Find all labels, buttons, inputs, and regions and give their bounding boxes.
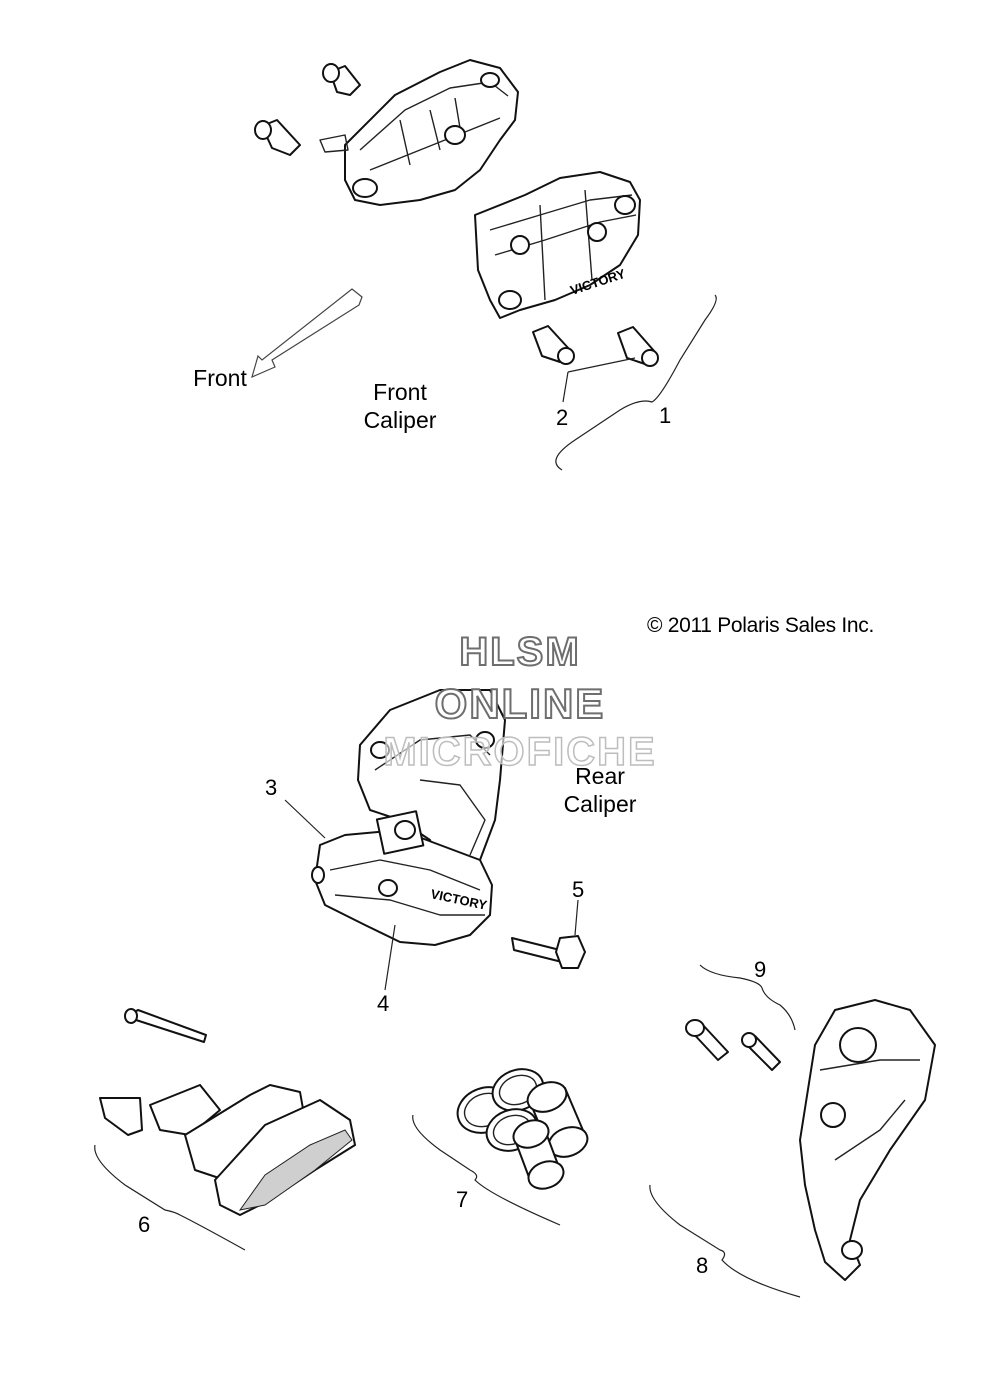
bracket-7 — [412, 1114, 561, 1226]
pad-kit-6 — [94, 1008, 356, 1251]
leader-2 — [562, 357, 636, 403]
callout-4: 4 — [377, 991, 390, 1016]
bracket-9 — [699, 964, 796, 1031]
callout-5: 5 — [572, 877, 585, 902]
front-direction-arrow — [251, 288, 363, 379]
callout-3: 3 — [265, 775, 278, 800]
bolts-9 — [685, 964, 796, 1071]
front-caliper-left — [254, 59, 519, 206]
callout-8: 8 — [696, 1253, 709, 1278]
callout-2: 2 — [556, 405, 569, 430]
callout-7: 7 — [456, 1187, 469, 1212]
front-arrow-label: Front — [193, 365, 247, 391]
watermark-line-3: MICROFICHE — [383, 729, 657, 775]
callout-6: 6 — [138, 1212, 151, 1237]
leader-4 — [384, 924, 396, 991]
watermark-line-1: HLSM — [458, 629, 581, 675]
rear-caliper-label: Rear Caliper — [563, 763, 637, 817]
seal-kit-7 — [412, 1068, 589, 1226]
bracket-8 — [649, 999, 936, 1298]
callout-9: 9 — [754, 957, 767, 982]
front-caliper-label: Front Caliper — [363, 379, 437, 433]
bracket-6 — [94, 1144, 246, 1251]
front-caliper-right: VICTORY — [474, 171, 659, 367]
bolt-5 — [511, 899, 586, 969]
rear-caliper-body: VICTORY — [311, 810, 493, 946]
watermark-line-2: ONLINE — [434, 679, 606, 728]
copyright-notice: © 2011 Polaris Sales Inc. — [647, 614, 875, 637]
bracket-8-line — [649, 1184, 801, 1298]
callout-1: 1 — [659, 403, 672, 428]
leader-3 — [284, 799, 326, 839]
pad-friction-dots — [238, 1129, 353, 1211]
bracket-1 — [555, 294, 717, 471]
